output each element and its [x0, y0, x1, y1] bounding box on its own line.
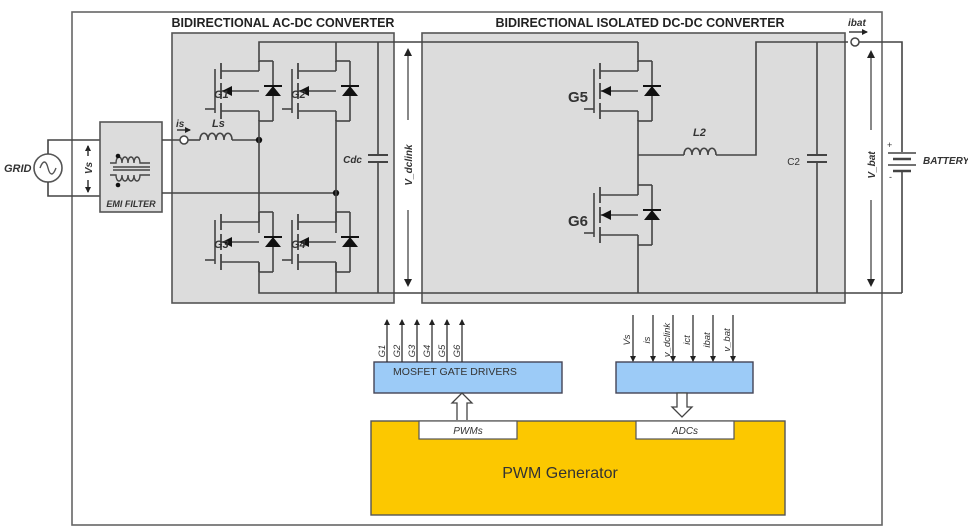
l2-label: L2: [693, 127, 706, 139]
g4-label: G4: [291, 239, 306, 251]
gate-output-label: G2: [392, 344, 403, 357]
dc-dc-converter-box: [421, 32, 846, 304]
common-mode-choke-icon: [110, 156, 150, 164]
v-bat-label: V_bat: [867, 151, 878, 179]
adc-input-label: v_bat: [722, 328, 733, 352]
adcs-label: ADCs: [671, 426, 698, 437]
pwm-generator-label: PWM Generator: [502, 465, 618, 482]
outer-frame: [71, 11, 883, 526]
dc-dc-title: BIDIRECTIONAL ISOLATED DC-DC CONVERTER: [495, 16, 784, 30]
gate-drivers: MOSFET GATE DRIVERS G1 G2 G3 G4 G5 G6: [373, 319, 563, 394]
battery-side: ibat V_bat + - BATTERY: [848, 18, 968, 293]
is-terminal: [179, 135, 189, 145]
adc-input-label: Vs: [622, 334, 633, 345]
ibat-terminal: [850, 37, 860, 47]
ibat-label: ibat: [848, 18, 866, 29]
adcs-port: [635, 420, 735, 440]
g3-label: G3: [214, 239, 229, 251]
adc-input-label: ibat: [702, 332, 713, 348]
gate-output-label: G3: [407, 344, 418, 357]
adc-to-generator-arrow: [670, 392, 694, 418]
battery-plus: +: [887, 140, 892, 150]
is-label: is: [176, 119, 185, 130]
vs-label: Vs: [84, 161, 95, 174]
dc-link-voltage: V_dclink: [404, 41, 638, 294]
pwm-generator: PWMs ADCs PWM Generator: [370, 420, 786, 516]
l2-inductor-icon: [683, 147, 717, 156]
ac-dc-converter-box: [171, 32, 395, 304]
dc-dc-circuit: G5 G6 L2 C2: [568, 41, 902, 294]
adc-input-label: is: [642, 336, 653, 343]
battery-minus: -: [889, 172, 892, 182]
emi-filter: EMI FILTER: [99, 121, 163, 213]
grid-source: GRID Vs: [4, 139, 100, 197]
cdc-label: Cdc: [343, 155, 362, 166]
ac-dc-title: BIDIRECTIONAL AC-DC CONVERTER: [172, 16, 395, 30]
ls-inductor-icon: [199, 132, 233, 141]
grid-label: GRID: [4, 163, 32, 175]
gate-output-label: G1: [377, 345, 388, 358]
pwm-to-driver-arrow: [450, 392, 474, 420]
g2-label: G2: [291, 89, 306, 101]
battery-label: BATTERY: [923, 156, 968, 167]
ac-dc-circuit: is Ls Cdc G1 G2 G3 G4: [162, 41, 408, 294]
pwms-label: PWMs: [453, 426, 482, 437]
g6-label: G6: [568, 213, 588, 230]
g5-label: G5: [568, 89, 588, 106]
adc-input-label: ict: [682, 335, 693, 345]
ls-label: Ls: [212, 118, 225, 130]
emi-filter-label: EMI FILTER: [106, 199, 156, 209]
v-dclink-label: V_dclink: [404, 144, 415, 186]
gate-output-label: G5: [437, 344, 448, 357]
g1-label: G1: [214, 89, 229, 101]
gate-output-label: G4: [422, 345, 433, 358]
gate-drivers-label: MOSFET GATE DRIVERS: [393, 366, 517, 378]
adc-input-label: v_dclink: [662, 322, 673, 358]
gate-output-label: G6: [452, 344, 463, 357]
pwms-port: [418, 420, 518, 440]
c2-label: C2: [787, 157, 800, 168]
